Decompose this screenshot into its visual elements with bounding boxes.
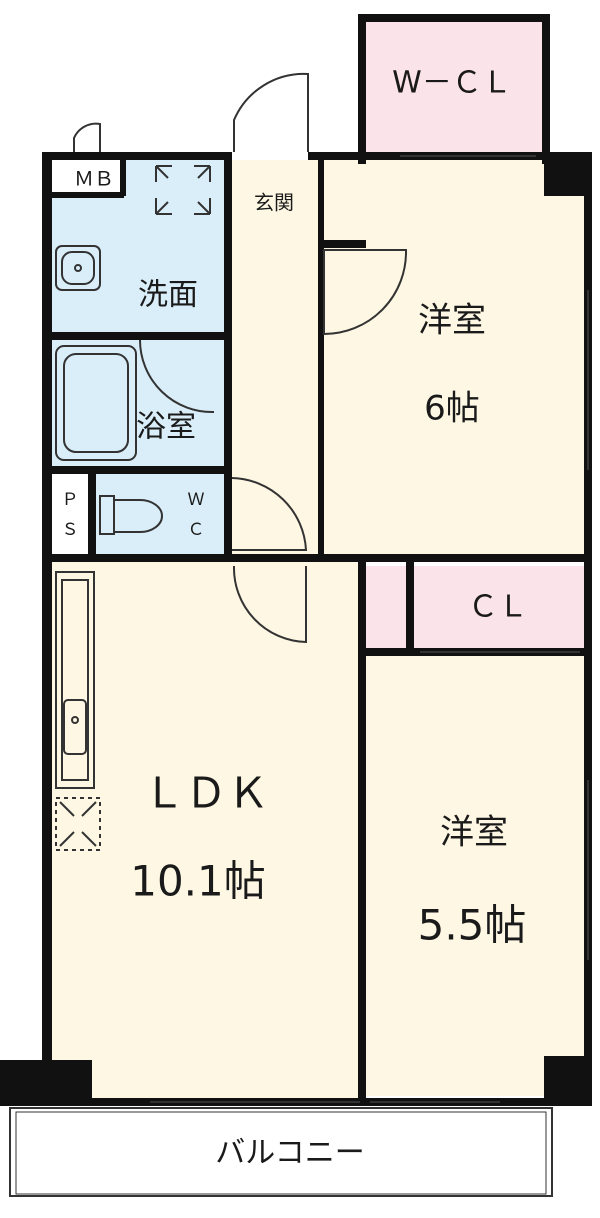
wc-fill bbox=[96, 474, 224, 554]
wcl-fill bbox=[366, 20, 542, 154]
doors-windows bbox=[73, 72, 589, 1103]
ps-label-bottom: Ｓ bbox=[62, 520, 79, 540]
bathtub-icon bbox=[55, 345, 137, 461]
balcony bbox=[9, 1107, 553, 1197]
western2-size: 5.5帖 bbox=[418, 901, 527, 950]
western2-fill bbox=[366, 656, 584, 1096]
toilet-icon bbox=[99, 495, 163, 535]
balcony-fill bbox=[10, 1110, 552, 1196]
hall-fill bbox=[232, 242, 318, 560]
western1-name: 洋室 bbox=[418, 301, 486, 341]
western2-name: 洋室 bbox=[440, 813, 508, 853]
ldk-name: ＬＤＫ bbox=[143, 769, 269, 818]
senmen-label: 洗面 bbox=[138, 278, 198, 313]
senmen-fill bbox=[52, 196, 224, 332]
ldk-size: 10.1帖 bbox=[130, 857, 266, 906]
western1-fill bbox=[318, 160, 584, 554]
ps-fill bbox=[52, 474, 88, 554]
cl-fill bbox=[414, 566, 584, 648]
yokushitsu-label: 浴室 bbox=[136, 410, 196, 445]
wcl-label: W－ＣＬ bbox=[392, 66, 512, 101]
basin-icon bbox=[55, 245, 101, 291]
ps-label-top: Ｐ bbox=[62, 490, 79, 510]
cl-small-fill bbox=[366, 566, 406, 648]
kitchen-sink-icon bbox=[55, 571, 95, 789]
ldk-fill bbox=[52, 562, 358, 1102]
genkan-fill bbox=[232, 160, 320, 242]
wc-label-top: Ｗ bbox=[188, 490, 205, 510]
western1-size: 6帖 bbox=[424, 389, 480, 429]
room-fills bbox=[10, 20, 584, 1196]
yokushitsu-fill bbox=[52, 340, 224, 466]
labels: W－ＣＬ ＭＢ 玄関 洗面 浴室 Ｐ Ｓ Ｗ Ｃ 洋室 6帖 ＣＬ ＬＤＫ 10… bbox=[62, 66, 529, 1171]
vent-icon bbox=[55, 797, 101, 851]
wc-label-bottom: Ｃ bbox=[188, 520, 205, 540]
mb-label: ＭＢ bbox=[74, 167, 114, 191]
balcony-label: バルコニー bbox=[215, 1136, 364, 1171]
genkan-label: 玄関 bbox=[254, 191, 294, 215]
cl-label: ＣＬ bbox=[468, 590, 528, 625]
washer-icon bbox=[155, 165, 211, 215]
mb-fill bbox=[52, 160, 124, 196]
